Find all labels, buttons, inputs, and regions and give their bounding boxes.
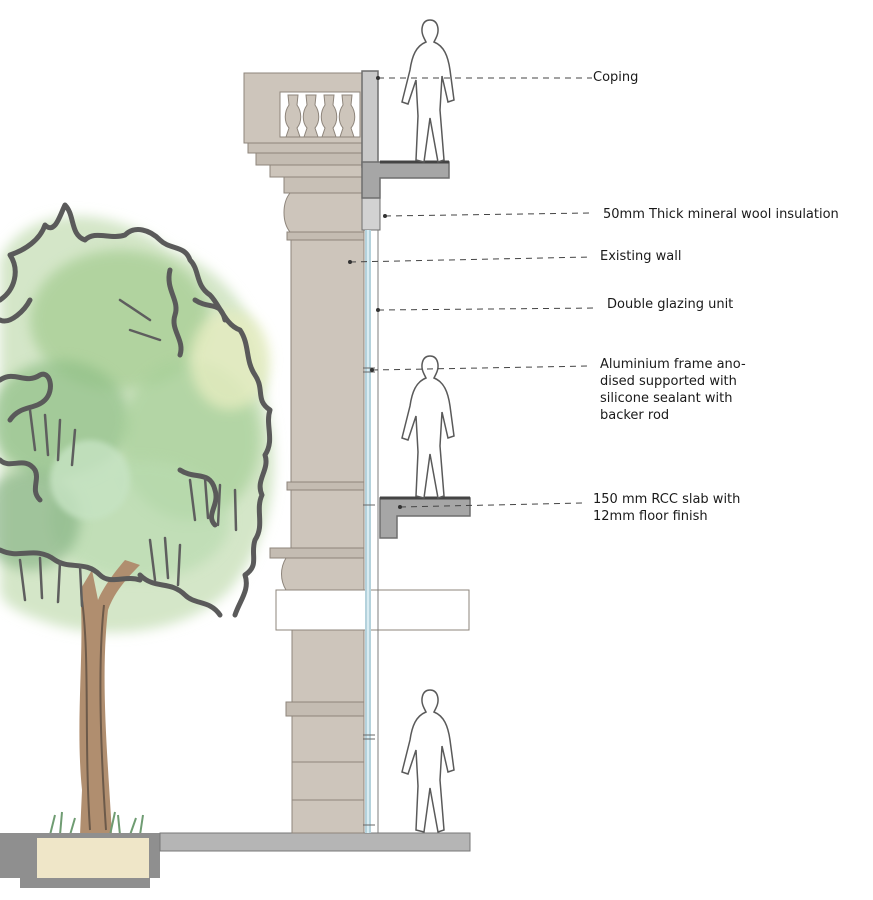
label-frame-line: silicone sealant with (600, 391, 733, 406)
cornice-band (255, 152, 365, 166)
lower-pier (291, 629, 365, 703)
stone-facade (243, 72, 470, 834)
double-glazing-unit (363, 230, 379, 833)
capital (283, 192, 365, 233)
balusters (284, 94, 356, 138)
human-figure (401, 19, 455, 163)
label-frame-line: dised supported with (600, 374, 737, 389)
ground-slab (159, 832, 471, 852)
grass (49, 811, 144, 836)
label-frame-line: Aluminium frame ano- (600, 357, 746, 372)
lower-pier-moulding (285, 701, 365, 717)
ground (0, 832, 471, 888)
shaft-cap (286, 231, 365, 241)
string-course (275, 589, 470, 631)
label-coping: Coping (593, 70, 639, 85)
lower-pier-block-3 (291, 799, 365, 834)
label-existing-wall: Existing wall (600, 249, 682, 264)
label-insulation: 50mm Thick mineral wool insulation (603, 207, 839, 222)
lower-pier-block-2 (291, 761, 365, 801)
leader-slab (399, 502, 584, 508)
column-base (281, 557, 365, 591)
label-slab: 150 mm RCC slab with 12mm floor finish (593, 491, 740, 525)
column-shaft (290, 231, 365, 483)
lower-pier-block-1 (291, 715, 365, 763)
floor-slab (379, 496, 471, 539)
label-frame-line: backer rod (600, 408, 670, 423)
human-figure (401, 689, 455, 833)
label-frame: Aluminium frame ano- dised supported wit… (600, 356, 746, 424)
leader-dots (348, 76, 402, 509)
tree-branch-scribbles (18, 298, 238, 608)
cornice-band-2 (269, 164, 365, 178)
tree-trunk (79, 560, 140, 835)
coping (361, 70, 379, 168)
label-slab-line: 12mm floor finish (593, 509, 708, 524)
leader-frame (371, 365, 591, 371)
tree-outline (0, 202, 273, 618)
shaft-band (286, 481, 365, 491)
leader-glazing (377, 307, 598, 311)
column-lower (290, 489, 365, 549)
insulation (361, 197, 381, 231)
leader-lines (349, 77, 598, 508)
human-figure (401, 355, 455, 499)
label-glazing: Double glazing unit (607, 297, 734, 312)
label-slab-line: 150 mm RCC slab with (593, 492, 741, 507)
planter-soil (37, 838, 149, 878)
tree (0, 202, 274, 836)
leader-insulation (384, 212, 591, 217)
frame-ticks (363, 367, 375, 826)
cornice (247, 142, 365, 154)
leader-existing-wall (349, 256, 591, 263)
base-moulding (269, 547, 365, 559)
roof-slab (361, 160, 450, 199)
cornice-band-3 (283, 176, 365, 194)
tree-foliage (0, 216, 274, 633)
